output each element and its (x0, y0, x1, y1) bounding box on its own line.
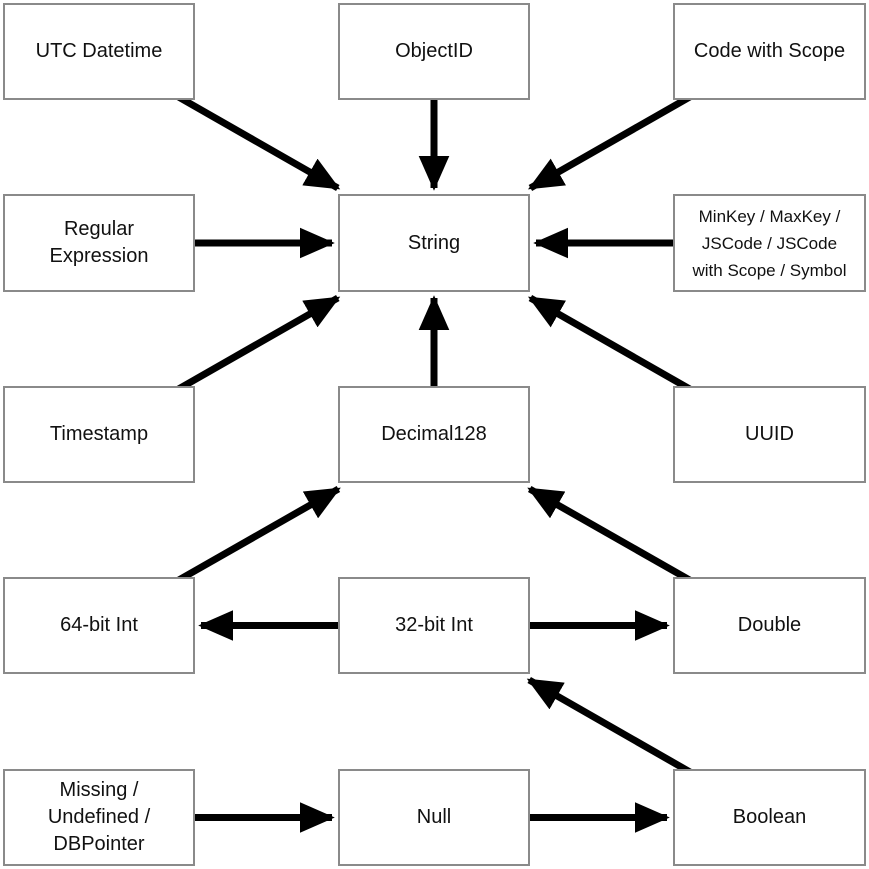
node-uuid: UUID (673, 386, 866, 483)
node-boolean: Boolean (673, 769, 866, 866)
arrow-code_with_scope-to-string (527, 86, 704, 192)
node-32-bit-int: 32-bit Int (338, 577, 530, 674)
node-utc-datetime: UTC Datetime (3, 3, 195, 100)
node-regular-expression: Regular Expression (3, 194, 195, 292)
node-64-bit-int: 64-bit Int (3, 577, 195, 674)
node-objectid: ObjectID (338, 3, 530, 100)
node-decimal128: Decimal128 (338, 386, 530, 483)
node-timestamp: Timestamp (3, 386, 195, 483)
node-double: Double (673, 577, 866, 674)
arrow-boolean-to-int32 (526, 676, 704, 783)
arrow-uuid-to-string (527, 294, 704, 400)
node-missing-undefined-dbpointer: Missing / Undefined / DBPointer (3, 769, 195, 866)
arrow-int64-to-decimal128 (164, 485, 341, 591)
node-null: Null (338, 769, 530, 866)
node-code-with-scope: Code with Scope (673, 3, 866, 100)
node-string: String (338, 194, 530, 292)
arrow-utc_datetime-to-string (164, 86, 341, 192)
node-minkey-maxkey-jscode-symbol: MinKey / MaxKey / JSCode / JSCode with S… (673, 194, 866, 292)
arrow-double-to-decimal128 (527, 485, 704, 591)
arrow-timestamp-to-string (164, 294, 341, 400)
